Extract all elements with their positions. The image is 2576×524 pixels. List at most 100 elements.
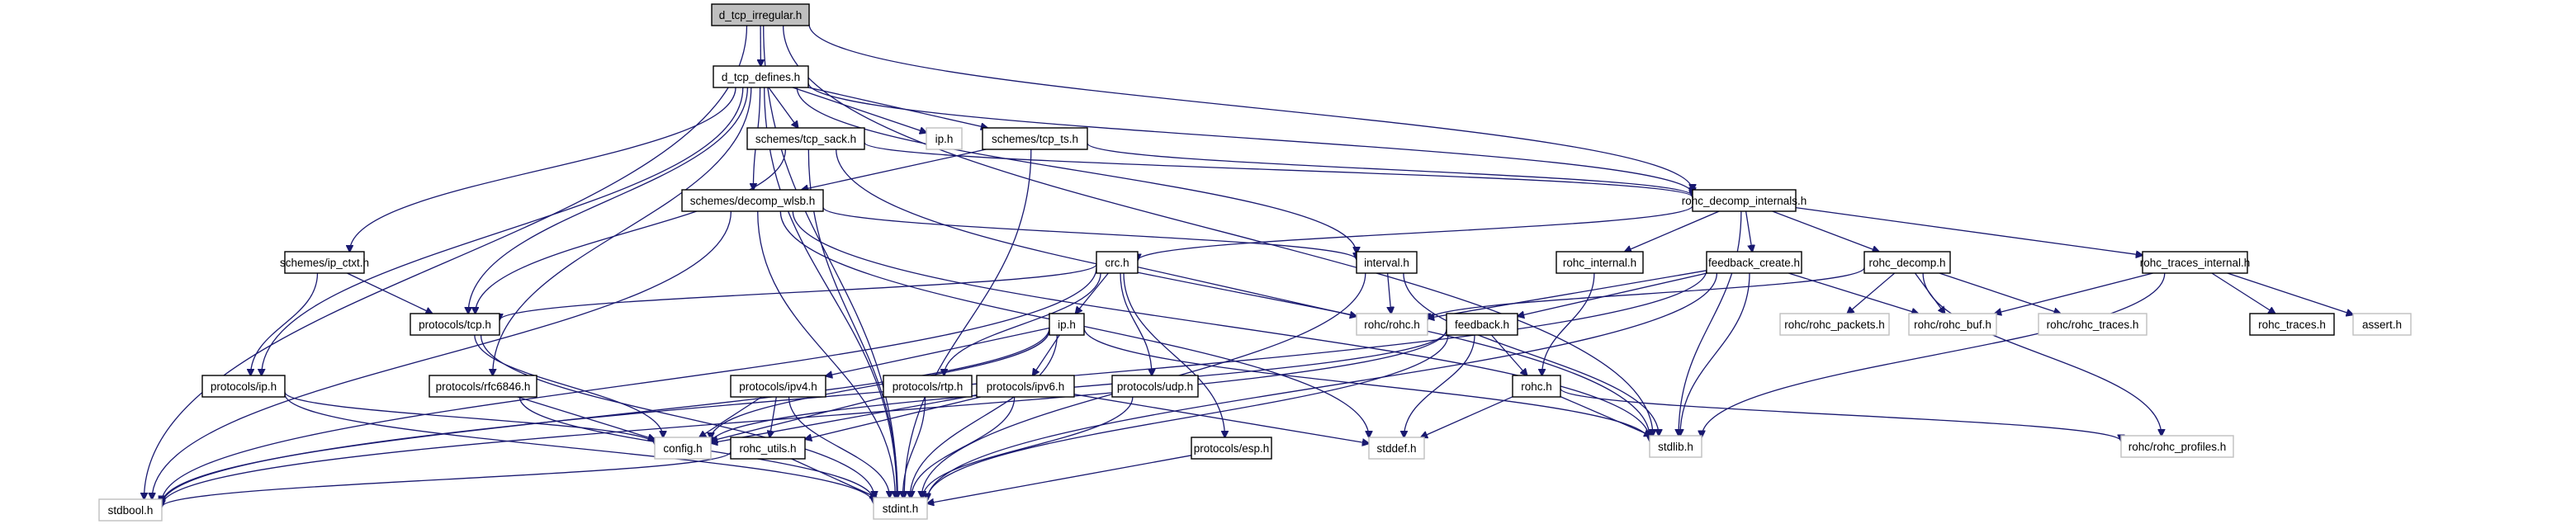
node-interval[interactable]: interval.h [1356, 251, 1418, 274]
node-rohc-decomp[interactable]: rohc_decomp.h [1863, 251, 1951, 274]
edge-rohc_decomp_internals-to-rohc_decomp [1772, 210, 1879, 252]
node-box[interactable] [1649, 435, 1702, 458]
edge-protocols_tcp-to-config [474, 334, 663, 437]
node-stdlib[interactable]: stdlib.h [1649, 435, 1702, 458]
node-box[interactable] [926, 127, 963, 150]
node-rohc-traces-internal[interactable]: rohc_traces_internal.h [2140, 251, 2251, 274]
edge-feedback_create-to-feedback [1518, 272, 1707, 316]
node-box[interactable] [1356, 251, 1418, 274]
node-label: feedback.h [1455, 319, 1509, 331]
node-label: rohc/rohc.h [1364, 319, 1420, 331]
node-box[interactable] [711, 3, 810, 26]
node-rohc-utils[interactable]: rohc_utils.h [730, 437, 806, 460]
edge-protocols_ip-to-config [284, 391, 655, 444]
node-box[interactable] [730, 437, 806, 460]
node-tcp-sack[interactable]: schemes/tcp_sack.h [746, 127, 865, 150]
node-box[interactable] [1049, 313, 1085, 336]
edge-feedback-to-rohc_h [1490, 334, 1527, 375]
node-ip-ctxt[interactable]: schemes/ip_ctxt.h [280, 251, 369, 274]
node-rohc-h[interactable]: rohc.h [1512, 375, 1561, 398]
node-box[interactable] [1706, 251, 1802, 274]
node-box[interactable] [1779, 313, 1890, 336]
node-ipv4[interactable]: protocols/ipv4.h [730, 375, 826, 398]
node-box[interactable] [713, 65, 809, 88]
edge-crc-to-stdbool [162, 267, 1097, 502]
node-box[interactable] [883, 375, 973, 398]
node-box[interactable] [201, 375, 286, 398]
node-box[interactable] [982, 127, 1088, 150]
node-box[interactable] [98, 498, 163, 522]
node-assert[interactable]: assert.h [2352, 313, 2412, 336]
node-rohc-buf[interactable]: rohc/rohc_buf.h [1908, 313, 1997, 336]
node-rohc-internal[interactable]: rohc_internal.h [1556, 251, 1644, 274]
node-box[interactable] [1356, 313, 1428, 336]
edge-rohc_h-to-stdlib [1560, 396, 1651, 436]
edge-protocols_ip-to-stdint [284, 394, 874, 503]
node-rtp[interactable]: protocols/rtp.h [883, 375, 973, 398]
node-box[interactable] [1096, 251, 1139, 274]
node-label: rohc_traces.h [2258, 319, 2326, 331]
node-esp[interactable]: protocols/esp.h [1191, 437, 1272, 460]
node-feedback-create[interactable]: feedback_create.h [1706, 251, 1802, 274]
node-box[interactable] [1692, 189, 1797, 212]
edge-d_tcp_irregular-to-stdbool [144, 25, 748, 499]
node-box[interactable] [284, 251, 365, 274]
node-ip-mid[interactable]: ip.h [1049, 313, 1085, 336]
node-box[interactable] [1446, 313, 1518, 336]
edge-interval-to-rohc_rohc [1388, 272, 1391, 314]
node-protocols-tcp[interactable]: protocols/tcp.h [410, 313, 500, 336]
node-box[interactable] [410, 313, 500, 336]
node-box[interactable] [2120, 435, 2234, 458]
node-rohc-rohc-traces[interactable]: rohc/rohc_traces.h [2038, 313, 2147, 336]
edge-ip_mid-to-stdint [910, 334, 1058, 498]
node-box[interactable] [2038, 313, 2147, 336]
node-rohc-traces[interactable]: rohc_traces.h [2249, 313, 2335, 336]
edge-rohc_traces_internal-to-assert [2227, 272, 2353, 314]
edge-rohc_decomp-to-rohc_rohc_traces [1939, 272, 2061, 314]
node-box[interactable] [681, 189, 824, 212]
node-box[interactable] [2249, 313, 2335, 336]
node-stddef[interactable]: stddef.h [1368, 437, 1425, 460]
node-box[interactable] [873, 497, 928, 520]
node-crc[interactable]: crc.h [1096, 251, 1139, 274]
node-rohc-decomp-internals[interactable]: rohc_decomp_internals.h [1682, 189, 1807, 212]
node-rohc-rohc[interactable]: rohc/rohc.h [1356, 313, 1428, 336]
node-box[interactable] [1863, 251, 1951, 274]
node-box[interactable] [1368, 437, 1425, 460]
node-box[interactable] [654, 437, 712, 460]
node-feedback[interactable]: feedback.h [1446, 313, 1518, 336]
edge-esp-to-stdint [927, 455, 1192, 503]
node-box[interactable] [746, 127, 865, 150]
node-stdint[interactable]: stdint.h [873, 497, 928, 520]
node-ip-top[interactable]: ip.h [926, 127, 963, 150]
edge-decomp_wlsb-to-stdbool [152, 210, 732, 499]
node-udp[interactable]: protocols/udp.h [1111, 375, 1199, 398]
edge-decomp_wlsb-to-stdint [757, 210, 896, 498]
node-rohc-profiles[interactable]: rohc/rohc_profiles.h [2120, 435, 2234, 458]
node-box[interactable] [976, 375, 1075, 398]
node-box[interactable] [2142, 251, 2248, 274]
edge-ip_mid-to-stdbool [162, 328, 1050, 503]
node-box[interactable] [1512, 375, 1561, 398]
edge-ip_mid-to-config [711, 329, 1050, 439]
node-box[interactable] [1111, 375, 1199, 398]
node-box[interactable] [1556, 251, 1644, 274]
node-rfc6846[interactable]: protocols/rfc6846.h [429, 375, 537, 398]
node-decomp-wlsb[interactable]: schemes/decomp_wlsb.h [681, 189, 824, 212]
node-tcp-ts[interactable]: schemes/tcp_ts.h [982, 127, 1088, 150]
node-box[interactable] [730, 375, 826, 398]
edge-crc-to-rohc_rohc [1137, 266, 1357, 317]
node-box[interactable] [2352, 313, 2412, 336]
node-box[interactable] [1908, 313, 1997, 336]
node-box[interactable] [429, 375, 537, 398]
node-protocols-ip[interactable]: protocols/ip.h [201, 375, 286, 398]
node-d-tcp-defines[interactable]: d_tcp_defines.h [713, 65, 809, 88]
node-label: crc.h [1105, 257, 1129, 269]
node-label: stdint.h [883, 503, 919, 515]
node-box[interactable] [1191, 437, 1272, 460]
node-ipv6[interactable]: protocols/ipv6.h [976, 375, 1075, 398]
node-stdbool[interactable]: stdbool.h [98, 498, 163, 522]
node-d-tcp-irregular[interactable]: d_tcp_irregular.h [711, 3, 810, 26]
node-config[interactable]: config.h [654, 437, 712, 460]
node-rohc-packets[interactable]: rohc/rohc_packets.h [1779, 313, 1890, 336]
